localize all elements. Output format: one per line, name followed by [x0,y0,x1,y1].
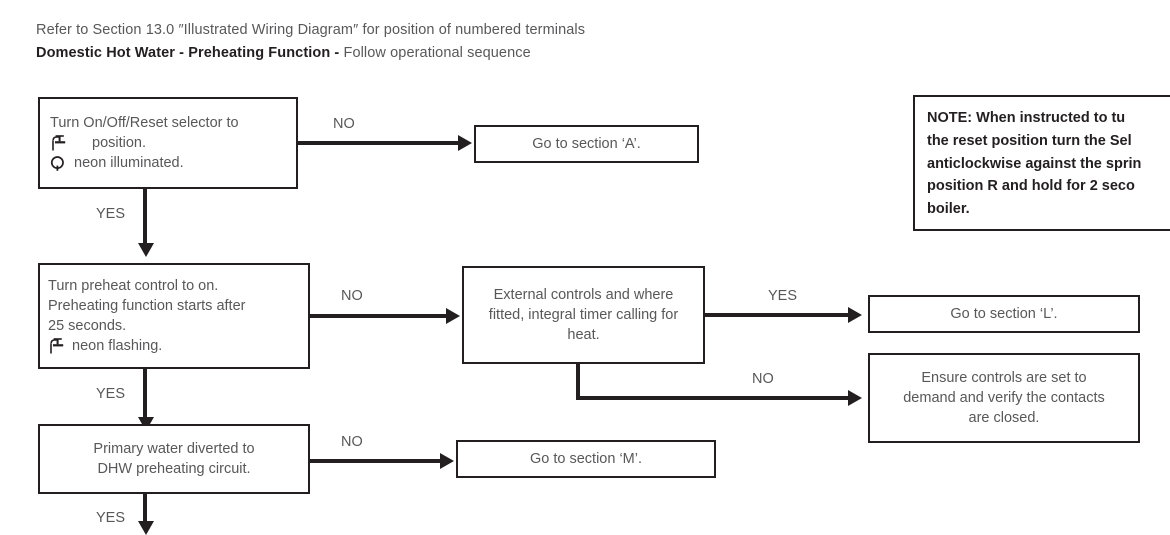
note-line1: NOTE: When instructed to tu [927,109,1126,126]
node-primary-water[interactable]: Primary water diverted to DHW preheating… [38,424,310,494]
node-primary-water-line2: DHW preheating circuit. [97,461,251,477]
node-section-a[interactable]: Go to section ‘A’. [474,125,699,163]
node-selector-line3-row: neon illuminated. [50,153,288,173]
instruction-line-dhw-preheating: Domestic Hot Water - Preheating Function… [36,45,531,61]
edge-label-preheat-yes: YES [96,386,126,402]
note-line5: boiler. [927,201,970,218]
edge-primary-no-line [310,459,442,463]
node-ensure-controls-line3: are closed. [968,410,1040,426]
node-ensure-controls-line2: demand and verify the contacts [903,390,1105,406]
edge-external-no-arrow [848,390,862,406]
node-preheat[interactable]: Turn preheat control to on. Preheating f… [38,263,310,369]
edge-label-preheat-no: NO [341,288,363,304]
node-ensure-controls[interactable]: Ensure controls are set to demand and ve… [868,353,1140,443]
edge-label-primary-yes: YES [96,510,126,526]
edge-primary-yes-arrow [138,521,154,535]
edge-primary-no-arrow [440,453,454,469]
edge-selector-yes-arrow [138,243,154,257]
dhw-preheating-subtitle: Follow operational sequence [339,45,531,61]
edge-selector-yes-line [143,189,147,245]
edge-selector-no-arrow [458,135,472,151]
node-section-a-text: Go to section ‘A’. [532,136,641,152]
neon-lamp-icon [50,155,72,172]
node-preheat-line4-row: neon flashing. [48,336,300,356]
node-section-m[interactable]: Go to section ‘M’. [456,440,716,478]
edge-label-selector-no: NO [333,116,355,132]
node-section-l-text: Go to section ‘L’. [950,306,1058,322]
edge-external-yes-arrow [848,307,862,323]
edge-preheat-no-line [310,314,448,318]
node-selector-line1: Turn On/Off/Reset selector to [50,115,239,131]
dhw-preheating-title: Domestic Hot Water - Preheating Function… [36,45,340,61]
edge-label-selector-yes: YES [96,206,126,222]
node-preheat-line4: neon flashing. [72,338,163,354]
edge-label-primary-no: NO [341,434,363,450]
note-line4: position R and hold for 2 seco [927,178,1135,195]
edge-label-external-yes: YES [768,288,798,304]
node-section-l[interactable]: Go to section ‘L’. [868,295,1140,333]
edge-external-no-hline [576,396,850,400]
node-selector-line2: position. [92,135,147,151]
node-selector-line3: neon illuminated. [74,155,184,171]
node-external-controls[interactable]: External controls and where fitted, inte… [462,266,705,364]
faucet-icon [48,337,70,355]
node-primary-water-line1: Primary water diverted to [93,441,255,457]
edge-preheat-yes-line [143,369,147,419]
edge-external-yes-line [705,313,850,317]
edge-primary-yes-line [143,494,147,524]
edge-preheat-no-arrow [446,308,460,324]
node-preheat-line1: Turn preheat control to on. [48,278,219,294]
node-ensure-controls-line1: Ensure controls are set to [921,370,1087,386]
node-external-controls-line1: External controls and where [493,287,674,303]
edge-label-external-no: NO [752,371,774,387]
node-selector-line2-row: position. [50,133,288,153]
note-line3: anticlockwise against the sprin [927,155,1142,172]
node-section-m-text: Go to section ‘M’. [529,451,642,467]
node-preheat-line3: 25 seconds. [48,318,127,334]
node-selector[interactable]: Turn On/Off/Reset selector to position. [38,97,298,189]
edge-selector-no-line [298,141,460,145]
node-external-controls-line2: fitted, integral timer calling for [488,307,679,323]
node-external-controls-line3: heat. [567,327,600,343]
instruction-line-wiring-diagram: Refer to Section 13.0 ″Illustrated Wirin… [36,22,586,38]
faucet-icon [50,134,72,152]
node-preheat-line2: Preheating function starts after [48,298,246,314]
note-line2: the reset position turn the Sel [927,132,1132,149]
edge-external-no-vline [576,364,580,400]
note-box: NOTE: When instructed to tu the reset po… [913,95,1170,231]
